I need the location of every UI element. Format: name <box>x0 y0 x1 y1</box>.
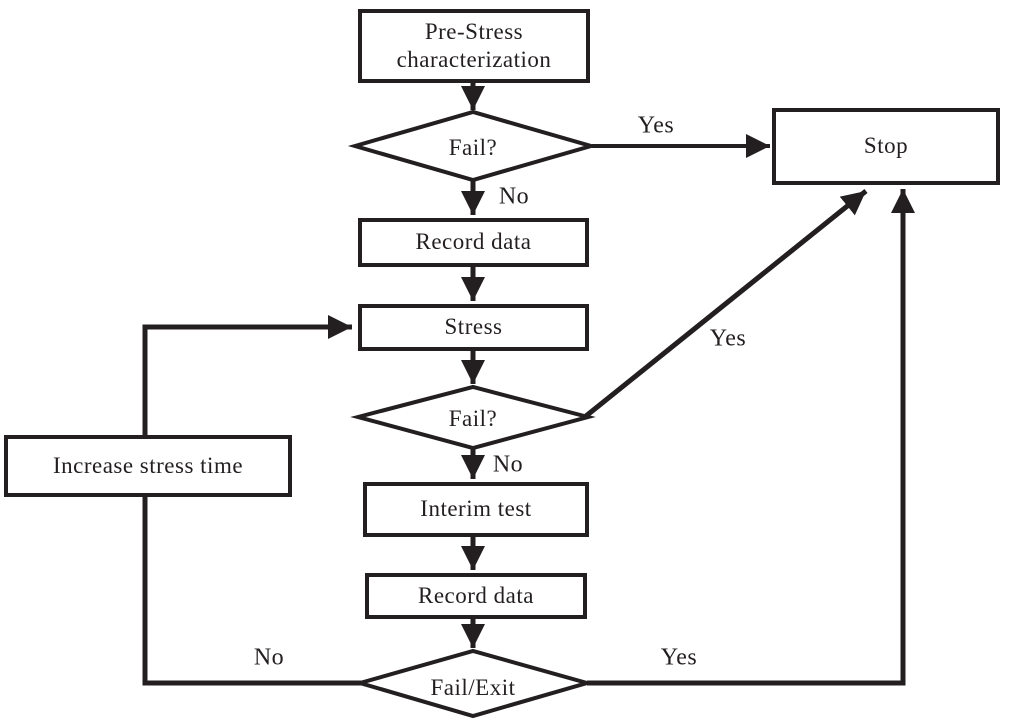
edge-increase-to-stress <box>142 315 352 435</box>
decision-fail2-shape <box>350 384 596 451</box>
node-pre-stress-characterization: Pre-Stress characterization <box>358 9 590 83</box>
node-record-data-1: Record data <box>358 218 589 267</box>
edge-label-fail2-yes: Yes <box>709 325 747 352</box>
edge-label-fail2-no: No <box>492 451 524 478</box>
node-label: Pre-Stress characterization <box>396 18 552 72</box>
node-record-data-2: Record data <box>365 573 587 619</box>
decision-failexit-shape <box>352 648 595 719</box>
node-label: Record data <box>418 582 534 608</box>
node-increase-stress-time: Increase stress time <box>4 435 292 497</box>
node-label: Interim test <box>420 496 532 522</box>
node-label: Stress <box>444 314 503 340</box>
edge-label-failexit-yes: Yes <box>660 644 698 671</box>
node-stress: Stress <box>358 304 589 351</box>
node-label: Record data <box>415 229 532 255</box>
edge-failexit-to-stop <box>587 189 915 686</box>
node-stop: Stop <box>772 108 1000 185</box>
decision-fail1-shape <box>347 109 599 183</box>
decision-failexit-label: Fail/Exit <box>430 675 516 700</box>
edge-label-failexit-no: No <box>253 644 285 671</box>
edge-label-fail1-no: No <box>498 183 530 210</box>
node-label: Increase stress time <box>52 452 244 478</box>
node-label: Stop <box>863 133 909 159</box>
edge-failexit-to-increase <box>142 497 362 686</box>
node-interim-test: Interim test <box>363 482 589 537</box>
edge-fail2-to-stop <box>584 189 868 418</box>
decision-fail2-label: Fail? <box>448 406 498 431</box>
decision-fail1-label: Fail? <box>448 135 498 160</box>
edge-label-fail1-yes: Yes <box>637 112 675 139</box>
